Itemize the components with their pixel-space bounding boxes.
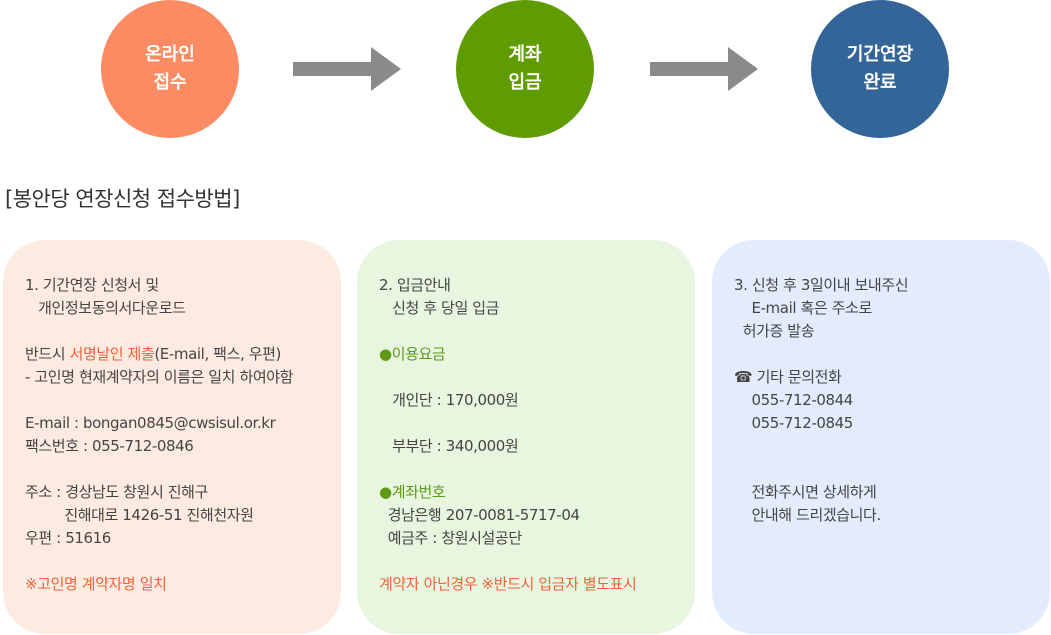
submit-highlight: 서명날인 제출	[69, 345, 155, 363]
arrow-right-icon	[650, 47, 758, 91]
card-title-line1: 3. 신청 후 3일이내 보내주신	[734, 276, 909, 294]
fee-couple: 부부단 : 340,000원	[379, 437, 519, 455]
phone-label: ☎ 기타 문의전화	[734, 368, 842, 386]
step-extension-complete: 기간연장 완료	[811, 0, 949, 138]
closing-line2: 안내해 드리겠습니다.	[734, 506, 881, 524]
phone-number-1: 055-712-0844	[734, 391, 853, 409]
postal-code: 우편 : 51616	[25, 529, 111, 547]
phone-number-2: 055-712-0845	[734, 414, 853, 432]
card-footer-note: 계약자 아닌경우 ※반드시 입금자 별도표시	[379, 575, 637, 593]
card-application: 1. 기간연장 신청서 및 개인정보동의서다운로드 반드시 서명날인 제출(E-…	[3, 240, 341, 634]
card-deposit: 2. 입금안내 신청 후 당일 입금 ●이용요금 개인단 : 170,000원 …	[357, 240, 695, 634]
arrow-right-icon	[293, 47, 401, 91]
fee-single: 개인단 : 170,000원	[379, 391, 519, 409]
card-title-line2: E-mail 혹은 주소로	[734, 299, 872, 317]
submit-suffix: (E-mail, 팩스, 우편)	[154, 345, 281, 363]
fax-text: 팩스번호 : 055-712-0846	[25, 437, 194, 455]
account-holder: 예금주 : 창원시설공단	[379, 529, 522, 547]
account-heading: ●계좌번호	[379, 483, 446, 501]
step-label-line2: 입금	[508, 72, 542, 93]
fee-heading: ●이용요금	[379, 345, 446, 363]
address-line2: 진해대로 1426-51 진해천자원	[25, 506, 254, 524]
closing-line1: 전화주시면 상세하게	[734, 483, 877, 501]
card-footer-note: ※고인명 계약자명 일치	[25, 575, 167, 593]
card-title-line2: 신청 후 당일 입금	[379, 299, 500, 317]
submit-prefix: 반드시	[25, 345, 70, 363]
card-title-line2: 개인정보동의서다운로드	[25, 299, 186, 317]
card-permit: 3. 신청 후 3일이내 보내주신 E-mail 혹은 주소로 허가증 발송 ☎…	[712, 240, 1050, 634]
step-online-application: 온라인 접수	[101, 0, 239, 138]
address-line1: 주소 : 경상남도 창원시 진해구	[25, 483, 208, 501]
arrow-shape	[650, 47, 758, 91]
section-title: [봉안당 연장신청 접수방법]	[5, 187, 240, 211]
arrow-shape	[293, 47, 401, 91]
step-label-line1: 온라인	[145, 44, 195, 65]
account-bank: 경남은행 207-0081-5717-04	[379, 506, 580, 524]
name-match-note: - 고인명 현재계약자의 이름은 일치 하여야함	[25, 368, 294, 386]
step-label-line2: 완료	[863, 72, 897, 93]
step-label-line1: 계좌	[508, 44, 542, 65]
card-title-line1: 2. 입금안내	[379, 276, 451, 294]
email-text: E-mail : bongan0845@cwsisul.or.kr	[25, 414, 276, 432]
step-label-line2: 접수	[153, 72, 187, 93]
step-account-deposit: 계좌 입금	[456, 0, 594, 138]
step-label-line1: 기간연장	[846, 44, 914, 65]
card-title-line3: 허가증 발송	[734, 322, 815, 340]
card-title-line1: 1. 기간연장 신청서 및	[25, 276, 159, 294]
submit-instruction: 반드시 서명날인 제출(E-mail, 팩스, 우편)	[25, 343, 341, 366]
